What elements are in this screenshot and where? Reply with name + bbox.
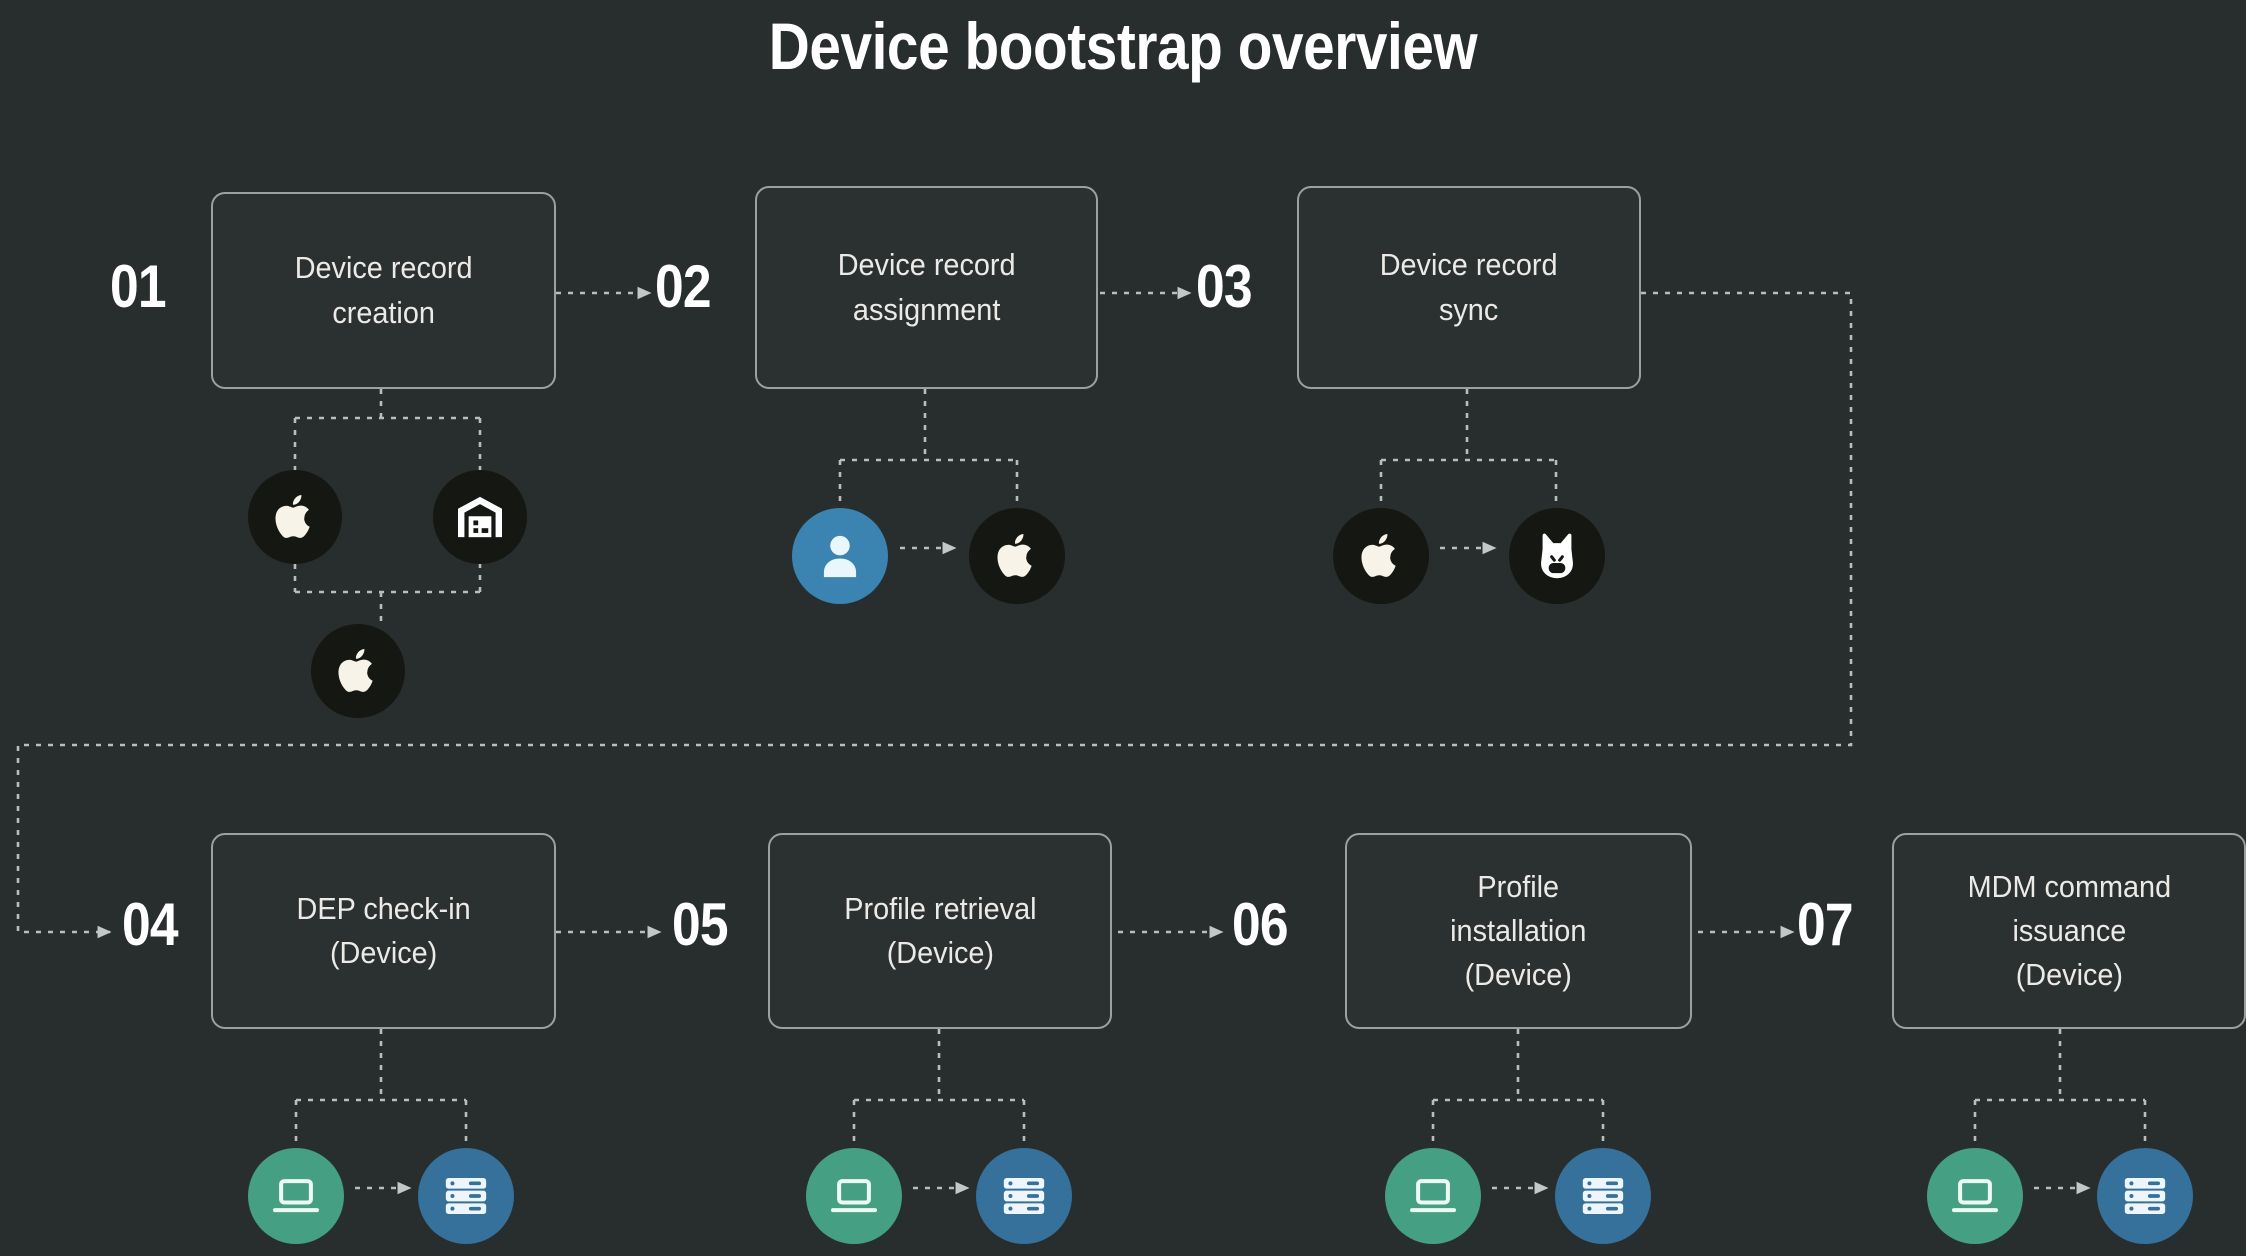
apple-icon [1361, 534, 1396, 577]
step-box-label: Device record assignment [837, 247, 1016, 327]
step-box-label: Device record creation [294, 250, 473, 330]
step-box-label: Device record sync [1380, 247, 1558, 327]
step-number-02: 02 [655, 253, 712, 320]
icon-bubble-laptop[interactable] [1927, 1148, 2023, 1244]
icon-bubble-server[interactable] [418, 1148, 514, 1244]
icon-bubble-server[interactable] [1555, 1148, 1651, 1244]
step-box-profile-retrieval[interactable]: Profile retrieval (Device) [768, 833, 1112, 1029]
icon-bubble-server[interactable] [976, 1148, 1072, 1244]
step-box-device-record-assignment[interactable]: Device record assignment [755, 186, 1098, 389]
user-icon [823, 535, 857, 578]
icon-bubble-apple[interactable] [969, 508, 1065, 604]
step-box-dep-check-in[interactable]: DEP check-in (Device) [211, 833, 556, 1029]
step-number-05: 05 [672, 891, 729, 958]
page-title: Device bootstrap overview [768, 9, 1478, 83]
connector-step-04-bracket [294, 1029, 468, 1148]
icon-bubble-apple[interactable] [1333, 508, 1429, 604]
step-box-label: Profile retrieval (Device) [843, 890, 1037, 970]
connector-step-03-bracket [1379, 389, 1558, 508]
warehouse-icon [458, 496, 502, 538]
icon-bubble-jamf-dog[interactable] [1509, 508, 1605, 604]
icon-bubble-apple[interactable] [311, 624, 405, 718]
step-number-07: 07 [1797, 891, 1854, 958]
apple-icon [997, 534, 1032, 577]
apple-icon [338, 649, 373, 692]
laptop-icon [1409, 1179, 1457, 1213]
step-number-04: 04 [122, 891, 179, 958]
laptop-icon [272, 1179, 320, 1213]
server-icon [2124, 1178, 2166, 1214]
server-icon [445, 1178, 487, 1214]
step-number-01: 01 [110, 253, 167, 320]
laptop-icon [1951, 1179, 1999, 1213]
icon-bubble-server[interactable] [2097, 1148, 2193, 1244]
step-number-03: 03 [1196, 253, 1253, 320]
step-box-label: DEP check-in (Device) [296, 890, 471, 970]
connector-step-01-merge [293, 564, 482, 624]
step-box-label: MDM command issuance (Device) [1967, 868, 2171, 992]
step-number-06: 06 [1232, 891, 1289, 958]
connector-step-06-bracket [1431, 1029, 1605, 1148]
step-box-device-record-sync[interactable]: Device record sync [1297, 186, 1641, 389]
icon-bubble-apple[interactable] [248, 470, 342, 564]
step-box-device-record-creation[interactable]: Device record creation [211, 192, 556, 389]
icon-bubble-warehouse[interactable] [433, 470, 527, 564]
icon-bubble-laptop[interactable] [1385, 1148, 1481, 1244]
icon-bubble-laptop[interactable] [248, 1148, 344, 1244]
server-icon [1003, 1178, 1045, 1214]
step-box-label: Profile installation (Device) [1450, 868, 1587, 992]
connector-step-05-bracket [852, 1029, 1026, 1148]
step-box-profile-installation[interactable]: Profile installation (Device) [1345, 833, 1692, 1029]
laptop-icon [830, 1179, 878, 1213]
connector-step-02-bracket [838, 389, 1019, 508]
icon-bubble-laptop[interactable] [806, 1148, 902, 1244]
connector-step-07-bracket [1973, 1029, 2147, 1148]
apple-icon [275, 495, 310, 538]
connector-step-01-bracket [293, 389, 482, 470]
server-icon [1582, 1178, 1624, 1214]
icon-bubble-user[interactable] [792, 508, 888, 604]
step-box-mdm-command-issuance[interactable]: MDM command issuance (Device) [1892, 833, 2246, 1029]
jamf-dog-icon [1541, 533, 1573, 579]
